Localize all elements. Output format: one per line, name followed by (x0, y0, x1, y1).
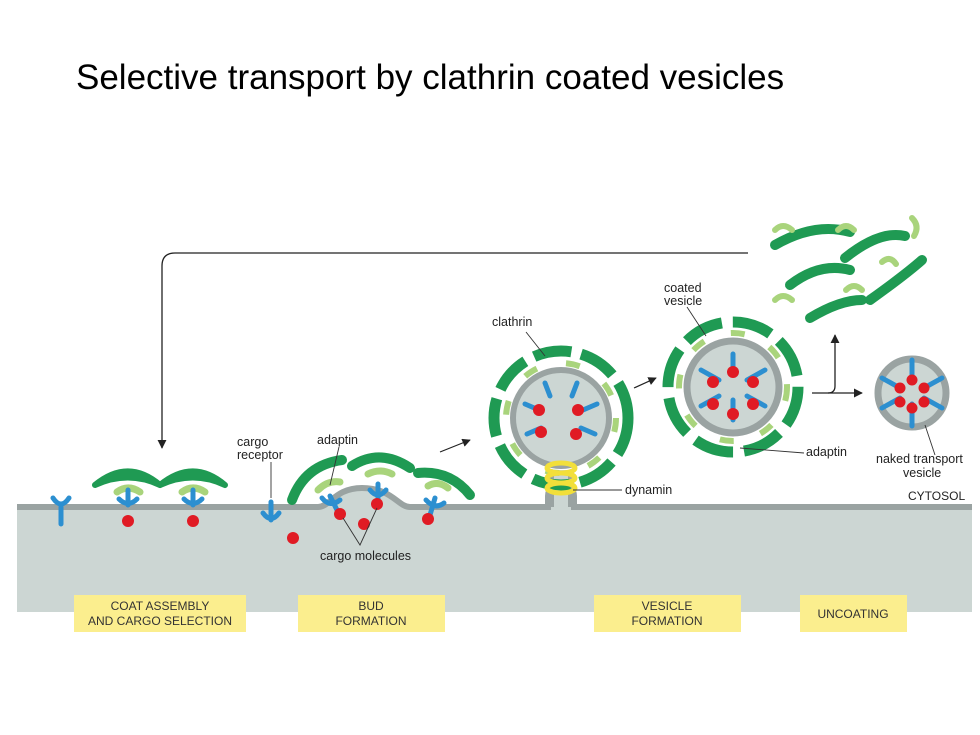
stage-vesicle-formation: VESICLE FORMATION (594, 595, 741, 632)
leader-cargo-molecules (342, 507, 378, 546)
leader-clathrin (525, 331, 546, 357)
recycle-arrow (157, 252, 748, 449)
label-coated-vesicle-2: vesicle (664, 294, 702, 308)
leader-adaptin-bud (329, 446, 340, 486)
stage-3-line-2: FORMATION (631, 614, 702, 628)
arrow-up-uncoat (812, 334, 840, 394)
stage-1-line-1: COAT ASSEMBLY (111, 599, 210, 613)
label-cargo-molecules: cargo molecules (320, 549, 411, 563)
lumen-fill (17, 507, 972, 612)
label-naked-vesicle-2: vesicle (903, 466, 941, 480)
coated-vesicle (662, 316, 804, 458)
label-naked-vesicle-1: naked transport (876, 452, 963, 466)
stage-uncoating: UNCOATING (800, 595, 907, 632)
label-cytosol: CYTOSOL (908, 489, 965, 503)
stage-bud-formation: BUD FORMATION (298, 595, 445, 632)
leader-coated-vesicle (686, 306, 707, 337)
stage-3-line-1: VESICLE (642, 599, 693, 613)
stage-2-line-1: BUD (358, 599, 384, 613)
stage-2-line-2: FORMATION (335, 614, 406, 628)
label-cargo-receptor-2: receptor (237, 448, 283, 462)
naked-vesicle (874, 355, 950, 431)
label-adaptin-vesicle: adaptin (806, 445, 847, 459)
free-receptor (50, 495, 72, 527)
label-adaptin-bud: adaptin (317, 433, 358, 447)
coat-unit-2 (157, 468, 228, 527)
label-dynamin: dynamin (625, 483, 672, 497)
leader-naked-vesicle (924, 424, 936, 456)
label-clathrin: clathrin (492, 315, 532, 329)
arrow-to-vesicle (439, 438, 471, 453)
slide-title: Selective transport by clathrin coated v… (76, 58, 785, 97)
cargo-receptor (260, 499, 299, 544)
released-coat (770, 215, 927, 323)
stage-coat-assembly: COAT ASSEMBLY AND CARGO SELECTION (74, 595, 246, 632)
stage-4-line-1: UNCOATING (817, 607, 888, 621)
label-coated-vesicle-1: coated (664, 281, 702, 295)
dynamin-ring (544, 460, 578, 496)
leader-adaptin-vesicle (739, 447, 805, 454)
stage-1-line-2: AND CARGO SELECTION (88, 614, 232, 628)
label-cargo-receptor-1: cargo (237, 435, 268, 449)
arrow-to-coated (633, 377, 657, 389)
